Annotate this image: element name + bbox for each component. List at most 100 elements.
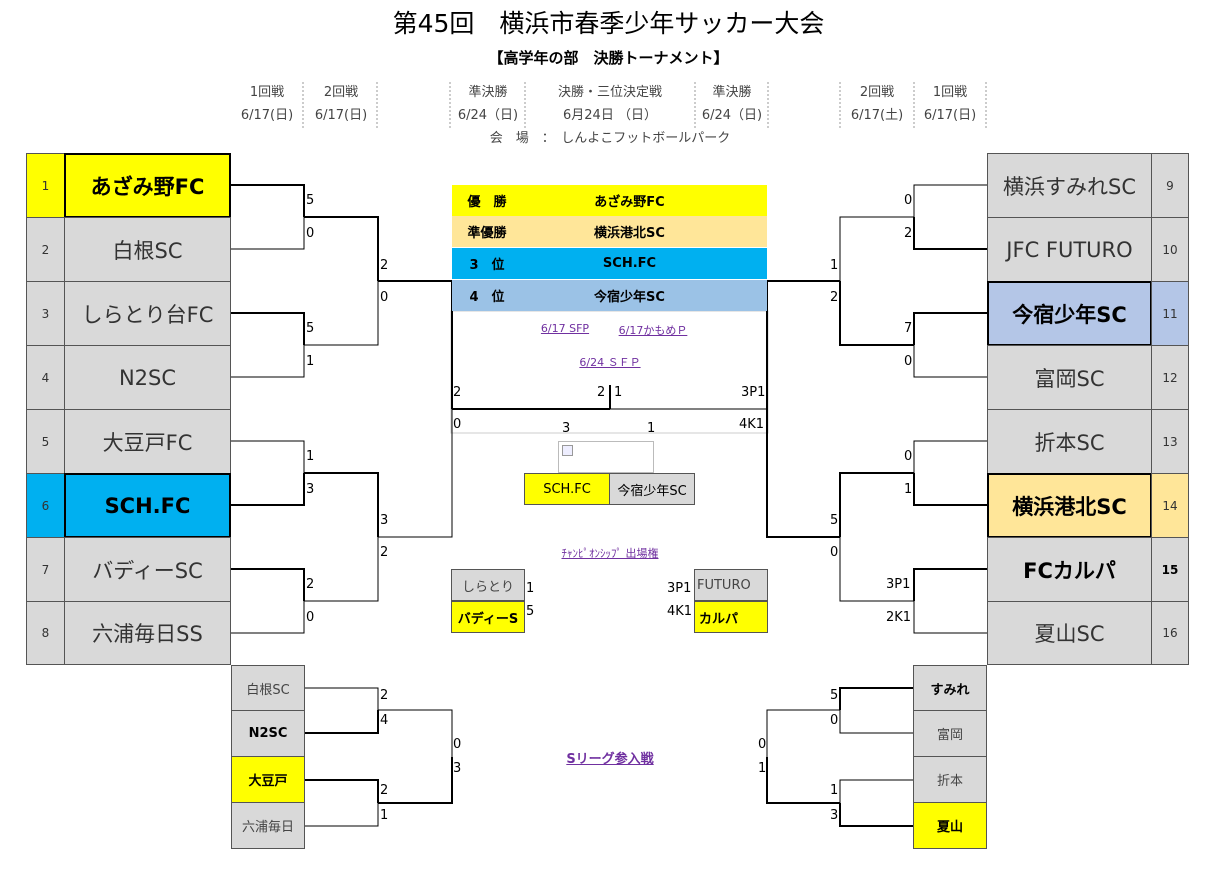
result-row-winner: 優 勝 あざみ野FC (452, 185, 767, 216)
bracket-line (378, 757, 453, 804)
team-number: 1 (26, 153, 65, 218)
team-number: 16 (1151, 601, 1189, 665)
champ-right-team-2: カルパ (694, 601, 768, 633)
header-semi-right-date: 6/24（日) (701, 108, 763, 123)
rank-label: 優 勝 (467, 195, 507, 210)
bracket-line (231, 312, 305, 345)
rank-team: 横浜港北SC (594, 226, 665, 241)
venue-link-sfp-final[interactable]: 6/24 ＳＦＰ (579, 356, 641, 369)
venue-link-sfp[interactable]: 6/17 SFP (540, 322, 590, 335)
score: 3P1 (886, 577, 911, 592)
score: 2 (904, 226, 913, 241)
header-left-round1: 1回戦 (249, 85, 285, 100)
team-name: バディーSC (64, 537, 231, 602)
score: 4K1 (739, 417, 765, 432)
team-number: 2 (26, 217, 65, 282)
bracket-line (378, 709, 453, 757)
result-row-fourth: 4 位 今宿少年SC (452, 280, 767, 311)
bracket-line (766, 280, 840, 409)
bracket-line (305, 687, 379, 710)
header-left-round2-date: 6/17(日) (314, 108, 368, 123)
s-league-right-team: 折本 (913, 756, 987, 803)
team-number: 12 (1151, 345, 1189, 410)
team-name: 六浦毎日SS (64, 601, 231, 665)
team-number: 14 (1151, 473, 1189, 538)
result-row-runner-up: 準優勝 横浜港北SC (452, 216, 767, 247)
header-right-round2-date: 6/17(土) (850, 108, 904, 123)
third-place-loser: 今宿少年SC (609, 473, 695, 505)
score: 3 (306, 482, 315, 497)
score: 1 (904, 482, 913, 497)
score: 0 (453, 417, 462, 432)
bracket-line (839, 710, 913, 734)
score: 0 (453, 737, 462, 752)
third-place-winner: SCH.FC (524, 473, 610, 505)
header-left-round1-date: 6/17(日) (240, 108, 294, 123)
team-number: 5 (26, 409, 65, 474)
s-league-right-team: すみれ (913, 665, 987, 711)
score: 4 (380, 713, 389, 728)
rank-label: 3 位 (469, 258, 505, 273)
page-title: 第45回 横浜市春季少年サッカー大会 (392, 9, 825, 38)
score: 0 (904, 354, 913, 369)
team-name: 白根SC (64, 217, 231, 282)
bracket-line (231, 601, 305, 634)
score: 2 (453, 385, 462, 400)
bracket-line (305, 803, 379, 827)
score: 2 (597, 385, 606, 400)
bracket-line (913, 345, 987, 378)
s-league-left-team: N2SC (231, 710, 305, 757)
score: 1 (830, 783, 839, 798)
score: 2 (380, 783, 389, 798)
score: 0 (904, 449, 913, 464)
team-name: しらとり台FC (64, 281, 231, 346)
bracket-line (231, 184, 305, 217)
header-semi-left: 準決勝 (468, 85, 508, 100)
team-name: 横浜すみれSC (987, 153, 1152, 218)
team-number: 15 (1151, 537, 1189, 602)
header-final: 決勝・三位決定戦 (557, 85, 662, 100)
image-placeholder (558, 441, 654, 473)
championship-link[interactable]: ﾁｬﾝﾋﾟｵﾝｼｯﾌﾟ 出場権 (561, 547, 659, 560)
team-name: 今宿少年SC (987, 281, 1152, 346)
score: 2 (380, 258, 389, 273)
bracket-line (378, 280, 453, 409)
bracket-line (231, 440, 305, 473)
bracket-line (839, 687, 913, 710)
score: 3P1 (667, 581, 692, 596)
score: 5 (526, 604, 535, 619)
bracket-line (305, 779, 379, 803)
header-semi-right: 準決勝 (712, 85, 752, 100)
score: 3 (830, 808, 839, 823)
page-subtitle: 【高学年の部 決勝トーナメント】 (488, 49, 729, 67)
team-number: 8 (26, 601, 65, 665)
team-name: あざみ野FC (64, 153, 231, 218)
s-league-link[interactable]: Sリーグ参入戦 (566, 752, 654, 767)
champ-left-team-2: バディーS (451, 601, 525, 633)
champ-right-team-1: FUTURO (694, 569, 768, 601)
score: 3P1 (741, 385, 766, 400)
score: 5 (830, 688, 839, 703)
bracket-line (231, 217, 305, 250)
score: 1 (306, 354, 315, 369)
bracket-line (913, 601, 987, 634)
score: 0 (380, 290, 389, 305)
team-name: 折本SC (987, 409, 1152, 474)
team-name: SCH.FC (64, 473, 231, 538)
bracket-line (839, 537, 914, 602)
score: 2 (306, 577, 315, 592)
broken-image-icon (562, 445, 573, 456)
result-row-third: 3 位 SCH.FC (452, 248, 767, 279)
score: 7 (904, 321, 913, 336)
bracket-line (378, 409, 453, 538)
team-name: JFC FUTURO (987, 217, 1152, 282)
team-number: 13 (1151, 409, 1189, 474)
score: 2 (830, 290, 839, 305)
score: 1 (830, 258, 839, 273)
header-final-date: 6月24日 （日） (563, 108, 657, 123)
bracket-line (913, 440, 987, 473)
bracket-line (766, 409, 840, 538)
venue-link-kamome[interactable]: 6/17かもめＰ (618, 324, 688, 337)
bracket-line (913, 184, 987, 217)
score: 1 (647, 421, 656, 436)
